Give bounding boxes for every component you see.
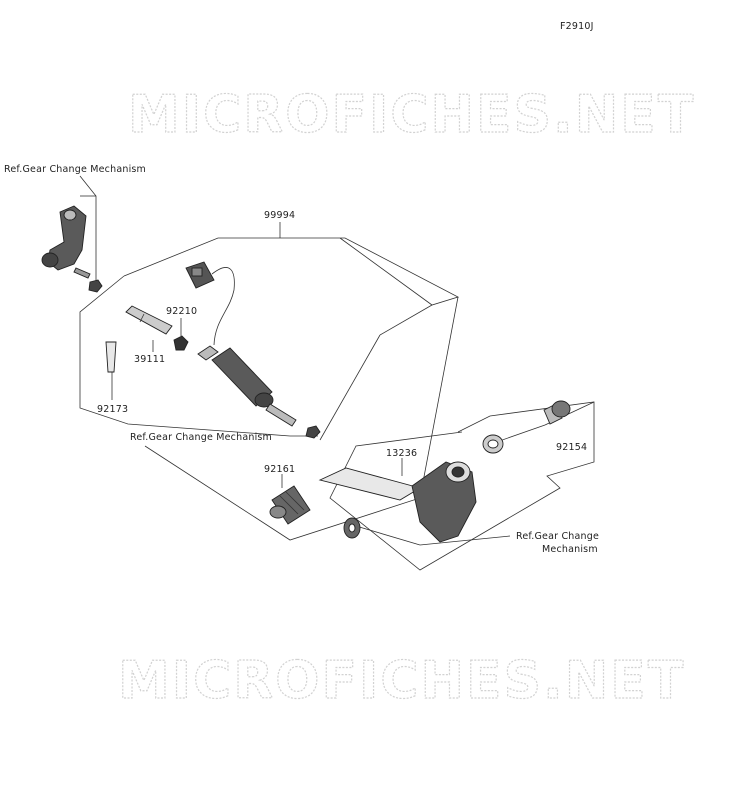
part-number-92154: 92154 [556,442,587,453]
figure-code: F2910J [560,21,594,32]
part-number-92210: 92210 [166,306,197,317]
leader-ref-right [419,535,511,546]
ref-mid-label: Ref.Gear Change Mechanism [130,432,272,443]
rod-39111-part [125,305,173,335]
watermark-bottom: MICROFICHES.NET [118,651,685,711]
washer-lower-part [343,517,361,539]
ref-right-label-line2: Mechanism [542,544,598,555]
part-number-39111: 39111 [134,354,165,365]
washer-upper-part [482,434,504,454]
tie-92173-part [105,341,117,373]
bolt-92154-part [543,400,571,425]
part-number-92161: 92161 [264,464,295,475]
shift-arm-part [41,205,91,279]
ref-right-label-line1: Ref.Gear Change [516,531,599,542]
boot-92161-part [269,485,311,525]
part-number-92173: 92173 [97,404,128,415]
part-number-99994: 99994 [264,210,295,221]
group-outline-inner [379,304,433,336]
nut-top-part [88,279,103,293]
nut-mid-part [305,425,321,439]
group-outline-lower [79,275,291,437]
watermark-top: MICROFICHES.NET [128,85,695,145]
shift-lever-13236-part [318,461,477,543]
group-outline-inner2 [319,334,381,441]
group-line-99994 [123,237,460,306]
shift-rod-assembly-part [197,345,297,427]
part-number-13236: 13236 [386,448,417,459]
ref-top-label: Ref.Gear Change Mechanism [4,164,146,175]
sensor-connector-part [185,261,235,346]
leader-washer-low [355,525,421,546]
nut-92210-part [173,335,189,351]
